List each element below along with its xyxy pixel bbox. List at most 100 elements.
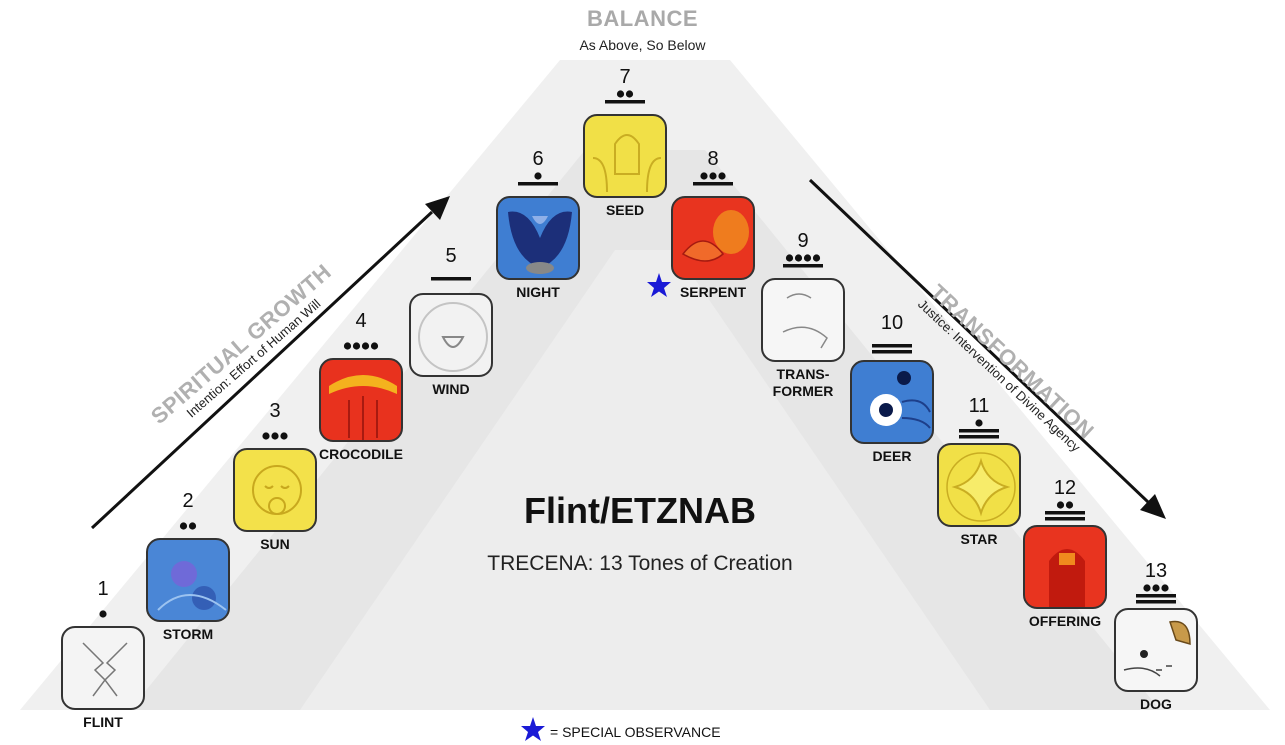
right-arrow-head — [1140, 494, 1166, 519]
seed-glyph-icon — [583, 114, 667, 198]
tone-marks — [580, 90, 670, 112]
offering-glyph-icon — [1023, 525, 1107, 609]
day-sign-name: CROCODILE — [319, 446, 403, 462]
tone-number-bar-dot-glyph — [518, 172, 558, 186]
tone-number-bar-dot-glyph — [959, 419, 999, 439]
balance-subheading: As Above, So Below — [579, 37, 706, 53]
tone-number: 9 — [797, 230, 809, 252]
tone-number-bar-dot-glyph — [1136, 584, 1176, 604]
tone-number-bar-dot-glyph — [431, 277, 471, 281]
tone-marks — [758, 254, 848, 276]
legend-text: = SPECIAL OBSERVANCE — [550, 724, 721, 740]
balance-heading: BALANCE — [586, 6, 699, 31]
tone-dot — [812, 254, 821, 262]
tone-dot — [1056, 501, 1065, 509]
left-arrow-head — [425, 196, 450, 220]
tone-number: 3 — [269, 400, 281, 422]
tone-marks — [316, 334, 406, 356]
sun-glyph-icon — [233, 448, 317, 532]
tone-number: 13 — [1144, 560, 1168, 582]
tone-number: 8 — [707, 148, 719, 170]
tone-dot — [794, 254, 803, 262]
special-observance-star-icon — [647, 273, 671, 297]
tone-marks — [934, 419, 1024, 441]
tone-number-bar-dot-glyph — [262, 432, 288, 440]
tone-marks — [1111, 584, 1201, 606]
tone-number: 12 — [1053, 477, 1077, 499]
tone-dot — [271, 432, 279, 440]
tone-number: 11 — [968, 395, 990, 417]
tone-marks — [406, 269, 496, 291]
tone-marks — [493, 172, 583, 194]
left-arrow-line — [90, 210, 434, 530]
tone-number: 1 — [97, 578, 109, 600]
tone-bar — [872, 350, 912, 354]
day-sign-name: SERPENT — [679, 284, 747, 300]
tone-dot — [352, 342, 361, 350]
day-sign-name: STAR — [960, 531, 998, 547]
tone-bar — [1136, 600, 1176, 604]
right-arrow-line — [808, 178, 1150, 504]
tone-bar — [1045, 517, 1085, 521]
tone-dot — [718, 172, 726, 180]
tone-dot — [975, 419, 983, 427]
tone-number-bar-dot-glyph — [872, 344, 912, 354]
tone-dot — [700, 172, 708, 180]
tone-dot — [361, 342, 370, 350]
tone-number-bar-dot-glyph — [693, 172, 733, 186]
transformer-glyph-icon — [761, 278, 845, 362]
day-sign-name: OFFERING — [1028, 613, 1102, 629]
tone-dot — [625, 90, 634, 98]
tone-dot — [99, 610, 107, 618]
tone-number-bar-dot-glyph — [605, 90, 645, 104]
crocodile-glyph-icon — [319, 358, 403, 442]
tone-bar — [959, 435, 999, 439]
tone-bar — [431, 277, 471, 281]
tone-bar — [1136, 594, 1176, 598]
tone-dot — [188, 522, 197, 530]
tone-bar — [518, 182, 558, 186]
day-sign-name: FLINT — [83, 714, 123, 730]
day-sign-name: SEED — [605, 202, 645, 218]
special-observance-star-icon — [521, 717, 545, 741]
tone-dot — [370, 342, 379, 350]
tone-dot — [343, 342, 352, 350]
tone-number: 4 — [355, 310, 367, 332]
day-sign-name: TRANS- FORMER — [772, 366, 834, 399]
deer-glyph-icon — [850, 360, 934, 444]
storm-glyph-icon — [146, 538, 230, 622]
flint-glyph-icon — [61, 626, 145, 710]
tone-dot — [262, 432, 270, 440]
tone-bar — [693, 182, 733, 186]
tone-dot — [1143, 584, 1151, 592]
day-sign-name: DOG — [1140, 696, 1172, 712]
tone-number: 5 — [445, 245, 457, 267]
tone-marks — [1020, 501, 1110, 523]
wind-glyph-icon — [409, 293, 493, 377]
tone-number: 10 — [880, 312, 904, 334]
tone-number: 6 — [532, 148, 544, 170]
tone-dot — [280, 432, 288, 440]
tone-dot — [803, 254, 812, 262]
tone-number: 2 — [182, 490, 194, 512]
tone-marks — [230, 424, 320, 446]
day-sign-name: DEER — [872, 448, 912, 464]
tone-marks — [58, 602, 148, 624]
tone-bar — [959, 429, 999, 433]
day-sign-name: SUN — [260, 536, 290, 552]
tone-dot — [1161, 584, 1169, 592]
tone-dot — [709, 172, 717, 180]
dog-glyph-icon — [1114, 608, 1198, 692]
tone-marks — [143, 514, 233, 536]
tone-dot — [785, 254, 794, 262]
tone-number-bar-dot-glyph — [179, 522, 197, 530]
serpent-glyph-icon — [671, 196, 755, 280]
day-sign-name: NIGHT — [516, 284, 560, 300]
tone-number-bar-dot-glyph — [783, 254, 823, 268]
tone-number-bar-dot-glyph — [99, 610, 107, 618]
tone-marks — [847, 336, 937, 358]
trecena-subtitle: TRECENA: 13 Tones of Creation — [487, 552, 793, 575]
tone-number: 7 — [619, 66, 631, 88]
